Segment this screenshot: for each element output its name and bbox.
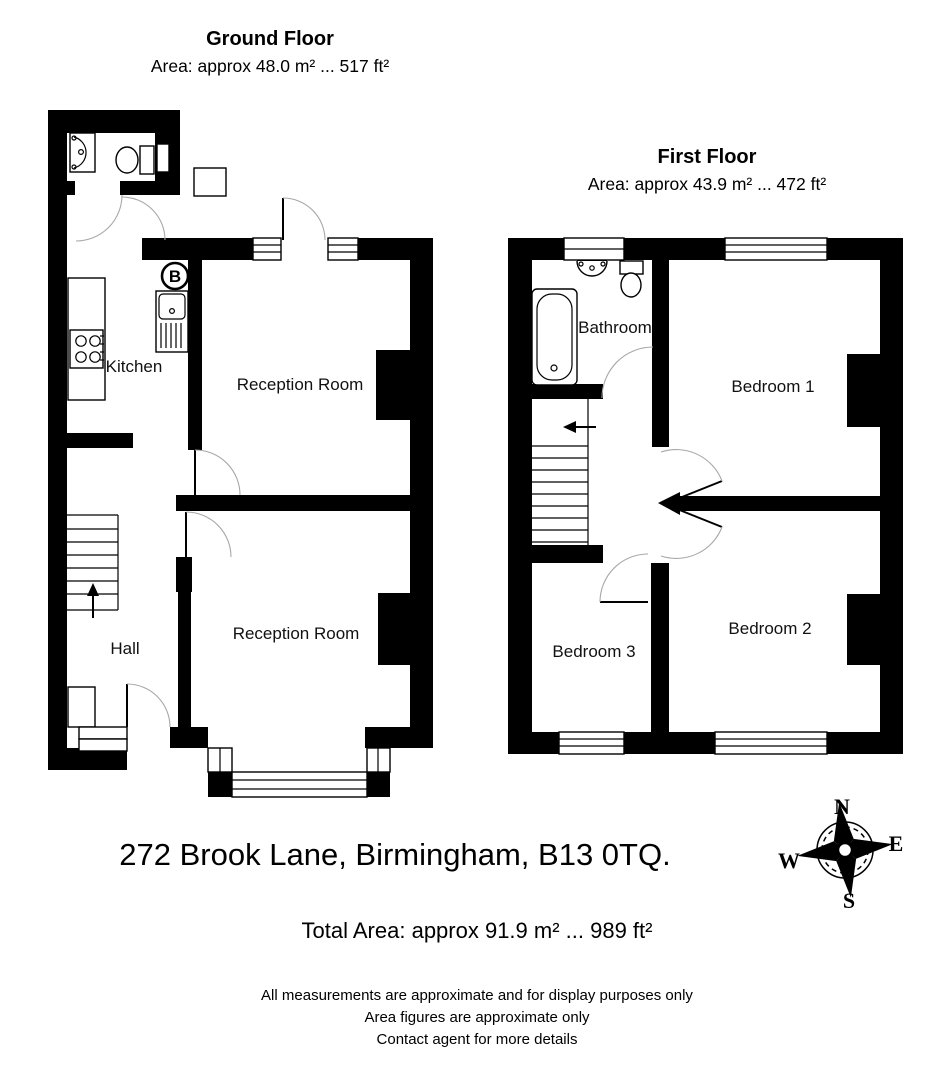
bedroom3-door (599, 553, 649, 603)
label-bedroom2: Bedroom 2 (728, 619, 811, 638)
back-door (193, 167, 326, 241)
first-floor-doors (599, 346, 723, 603)
total-area: Total Area: approx 91.9 m² ... 989 ft² (301, 918, 653, 943)
bedroom2-door (660, 508, 723, 559)
kitchen-counter-hob (67, 277, 106, 401)
label-reception-front: Reception Room (233, 624, 360, 643)
bedroom1-door (660, 449, 723, 500)
wc-toilet (115, 143, 170, 175)
ground-floor-area: Area: approx 48.0 m² ... 517 ft² (150, 56, 390, 76)
bedroom2-window (714, 731, 828, 755)
label-bedroom3: Bedroom 3 (552, 642, 635, 661)
rear-window-right (327, 237, 359, 261)
compass-west-label: W (778, 848, 800, 873)
wc-door (75, 194, 166, 242)
ground-floor-doors (75, 167, 326, 728)
compass-rose: N E S W (778, 794, 903, 913)
first-floor-plan: Bathroom Bedroom 1 Bedroom 2 Bedroom 3 (508, 237, 903, 755)
ground-floor-windows (207, 237, 391, 798)
ground-floor-plan: B (48, 110, 433, 798)
compass-east-label: E (889, 831, 904, 856)
boiler-label: B (169, 267, 181, 286)
stairs-up-arrow (87, 583, 99, 618)
first-floor-title: First Floor (657, 146, 757, 168)
bathroom-door (601, 346, 654, 399)
bathroom-window (563, 237, 625, 261)
compass-star (797, 802, 893, 898)
label-bathroom: Bathroom (578, 318, 652, 337)
bay-window (207, 747, 391, 798)
reception-rear-door (194, 449, 241, 496)
porch-and-steps (67, 686, 128, 752)
first-floor-toilet (619, 260, 644, 298)
kitchen-sink-unit (155, 290, 189, 353)
bedroom1-window (724, 237, 828, 261)
first-floor-area: Area: approx 43.9 m² ... 472 ft² (587, 174, 827, 194)
label-reception-rear: Reception Room (237, 375, 364, 394)
wc-sink (69, 132, 96, 173)
ground-floor-stairs (67, 514, 119, 618)
ground-floor-title: Ground Floor (206, 28, 334, 50)
reception-front-door (185, 511, 232, 558)
disclaimer-line-3: Contact agent for more details (376, 1031, 578, 1048)
compass-north-label: N (834, 794, 850, 819)
first-floor-stairs (532, 399, 596, 545)
disclaimer-line-2: Area figures are approximate only (364, 1009, 590, 1026)
compass-south-label: S (843, 888, 855, 913)
rear-window-left (252, 237, 282, 261)
disclaimer-line-1: All measurements are approximate and for… (261, 987, 693, 1004)
label-kitchen: Kitchen (106, 357, 163, 376)
ground-floor-walls (48, 110, 433, 797)
label-hall: Hall (110, 639, 139, 658)
bathtub (531, 288, 578, 386)
bathroom-sink (576, 260, 608, 277)
first-floor-walls (508, 238, 903, 754)
label-bedroom1: Bedroom 1 (731, 377, 814, 396)
front-door (126, 683, 171, 728)
first-floor-windows (558, 237, 828, 755)
stairs-down-arrow (563, 421, 596, 433)
bedroom3-window (558, 731, 625, 755)
property-address: 272 Brook Lane, Birmingham, B13 0TQ. (119, 837, 671, 872)
boiler-symbol: B (160, 261, 190, 291)
